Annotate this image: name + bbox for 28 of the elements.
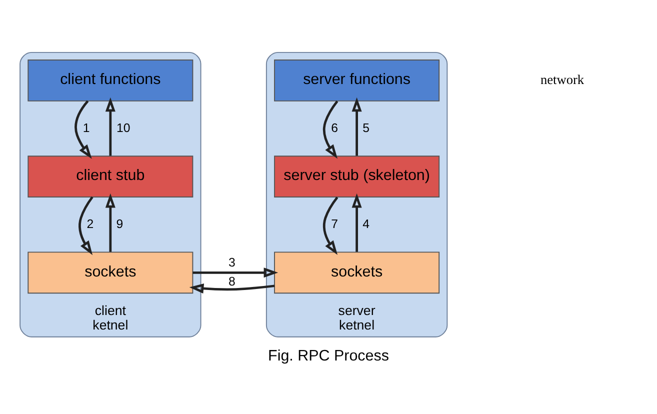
edge-label: 1 <box>82 120 90 135</box>
arrow <box>352 97 362 156</box>
edge-label: 2 <box>86 216 94 231</box>
node-box: sockets <box>274 252 440 294</box>
node-box: client stub <box>28 156 194 198</box>
edge-label: 9 <box>116 216 124 231</box>
node-box: server stub (skeleton) <box>274 156 440 198</box>
arrow <box>105 193 116 252</box>
node-box: server functions <box>274 60 440 102</box>
edge-label: 7 <box>331 216 338 231</box>
caption: Fig. RPC Process <box>268 347 389 364</box>
node-box: client functions <box>28 60 194 102</box>
node-box: sockets <box>28 252 194 294</box>
edge-label: 5 <box>362 120 370 135</box>
arrow <box>352 193 362 252</box>
edge-label: 10 <box>116 120 130 135</box>
arrow <box>322 196 338 255</box>
edge-label: 3 <box>228 255 236 270</box>
arrow <box>189 284 275 294</box>
edge-label: 6 <box>331 120 338 135</box>
edge-label: 4 <box>362 216 370 231</box>
arrow <box>78 196 94 256</box>
edge-label: 8 <box>228 274 236 288</box>
label: network <box>540 72 584 87</box>
arrow <box>322 100 338 159</box>
arrow <box>74 100 92 159</box>
arrow <box>105 97 116 156</box>
arrow <box>192 268 278 278</box>
